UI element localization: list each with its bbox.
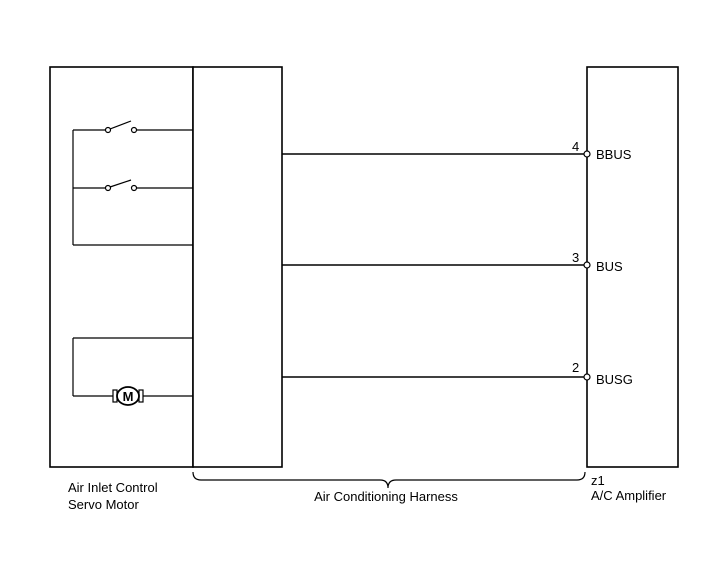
servo-motor-component-box — [49, 66, 194, 468]
harness-wire-busg: 2 BUSG — [282, 360, 633, 387]
motor-symbol-label: M — [123, 389, 134, 404]
pin-terminal-icon — [583, 261, 591, 269]
pin-number: 3 — [572, 250, 579, 265]
amplifier-label: A/C Amplifier — [591, 488, 667, 503]
switch-circuit — [72, 120, 193, 246]
pin-name: BUSG — [596, 372, 633, 387]
switch-2-icon — [73, 179, 193, 192]
harness-brace-icon — [192, 471, 586, 489]
pin-number: 2 — [572, 360, 579, 375]
motor-circuit: M — [72, 337, 193, 406]
switch-1-icon — [73, 120, 193, 134]
pin-name: BBUS — [596, 147, 632, 162]
pin-terminal-icon — [583, 150, 591, 158]
harness-wire-bbus: 4 BBUS — [282, 139, 632, 162]
pin-name: BUS — [596, 259, 623, 274]
servo-motor-label-line2: Servo Motor — [68, 497, 139, 512]
servo-motor-label-line1: Air Inlet Control — [68, 480, 158, 495]
pin-terminal-icon — [583, 373, 591, 381]
amplifier-connector-id: z1 — [591, 473, 605, 488]
ac-amplifier-box — [586, 66, 679, 468]
harness-label: Air Conditioning Harness — [314, 489, 458, 504]
harness-wire-bus: 3 BUS — [282, 250, 623, 274]
servo-connector-block — [192, 66, 283, 468]
pin-number: 4 — [572, 139, 579, 154]
motor-icon: M — [112, 386, 144, 406]
